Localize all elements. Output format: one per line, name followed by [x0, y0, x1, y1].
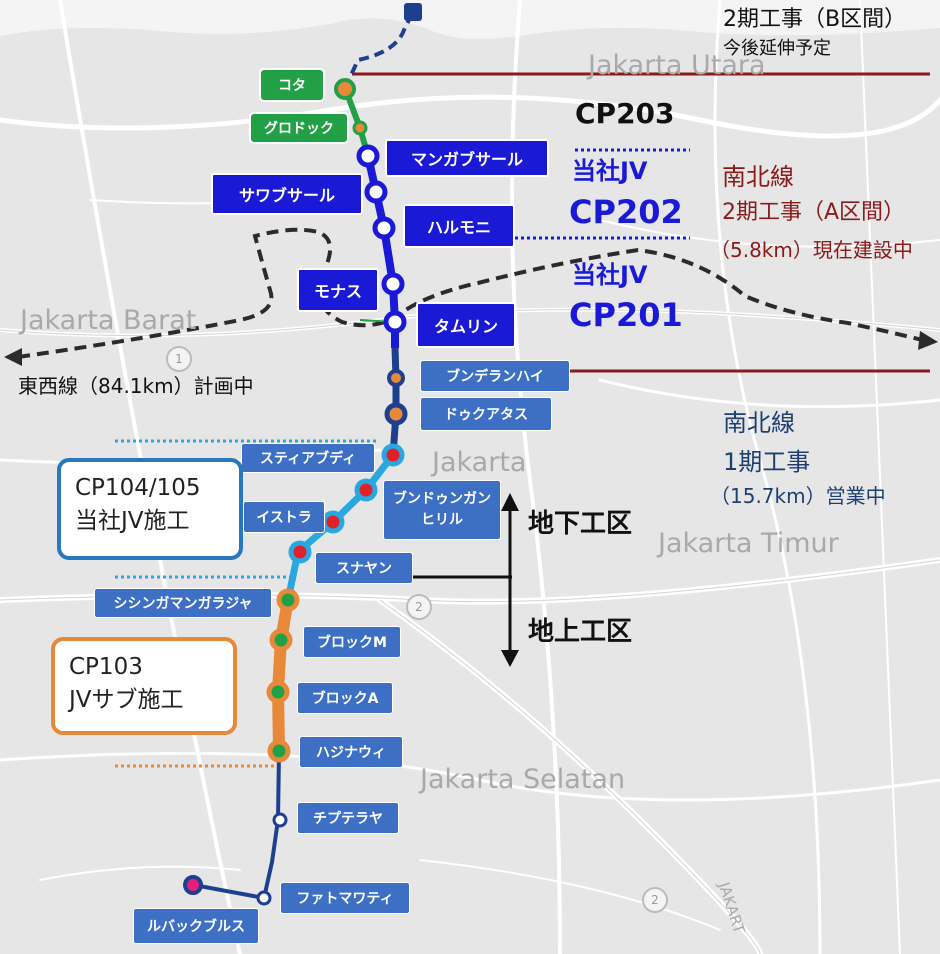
cp201-jv-label: 当社JV [572, 261, 648, 289]
station-marker-blok-a [266, 680, 290, 704]
phase1-length: （15.7km）営業中 [710, 484, 886, 508]
station-label-dukuh-atas[interactable]: ドゥクアタス [420, 397, 552, 431]
map-label-jakarta: Jakarta [432, 447, 527, 478]
station-marker-senayan [288, 540, 312, 564]
cp202-jv-label: 当社JV [572, 157, 648, 185]
phase2a-subtitle: 2期工事（A区間） [722, 200, 906, 225]
phase2b-terminus-marker [404, 3, 422, 21]
underground-section-label: 地下工区 [528, 509, 633, 539]
station-label-mangga-besar[interactable]: マンガブサール [385, 139, 549, 177]
map-label-jakarta-selatan: Jakarta Selatan [420, 764, 626, 795]
station-label-setiabudi[interactable]: スティアブディ [241, 443, 375, 473]
station-label-blok-a[interactable]: ブロックA [297, 682, 393, 714]
east-west-line [17, 227, 923, 359]
station-marker-monas [381, 272, 405, 296]
station-marker-sawah-besar [364, 180, 388, 204]
station-label-glodok[interactable]: グロドック [249, 112, 349, 144]
station-label-lebak-bulus[interactable]: ルバックブルス [133, 908, 259, 944]
phase1-subtitle: 1期工事 [723, 448, 811, 476]
station-label-fatmawati[interactable]: ファトマワティ [280, 882, 410, 914]
cp202-label: CP202 [569, 193, 683, 231]
station-label-bundaran-hi[interactable]: ブンデランハイ [420, 360, 570, 392]
cp103-subtitle: JVサブ施工 [69, 687, 184, 714]
phase2a-title: 南北線 [722, 163, 794, 191]
elevated-orange-line [271, 598, 294, 752]
south-tail-line [193, 750, 281, 901]
underground-arrow [501, 493, 519, 511]
station-marker-dukuh-atas [384, 402, 408, 426]
station-marker-lebak-bulus [183, 875, 203, 895]
station-label-sawah-besar[interactable]: サワブサール [211, 173, 363, 215]
map-label-jakarta-timur: Jakarta Timur [658, 528, 839, 559]
road-shield-1: 1 [166, 346, 192, 372]
road-shield-2a: 2 [406, 594, 432, 620]
cp104-105-box: CP104/105 当社JV施工 [57, 458, 243, 560]
station-marker-blok-m [269, 628, 293, 652]
phase2b-subtitle: 今後延伸予定 [723, 38, 831, 59]
sea-area [0, 0, 940, 39]
station-marker-haji-nawi [267, 739, 291, 763]
station-label-senayan[interactable]: スナヤン [315, 552, 413, 584]
station-label-haji-nawi[interactable]: ハジナウィ [299, 736, 403, 768]
station-label-blok-m[interactable]: ブロックM [303, 626, 401, 658]
east-west-label: 東西線（84.1km）計画中 [18, 374, 254, 398]
station-label-cisingamangaraja[interactable]: シシンガマンガラジャ [94, 588, 272, 618]
cp201-label: CP201 [569, 296, 683, 334]
east-west-arrow-west [4, 348, 22, 366]
station-label-bendungan-hilir[interactable]: ブンドゥンガン ヒリル [383, 480, 501, 540]
cp104-105-title: CP104/105 [75, 475, 201, 501]
east-west-arrow-east [918, 331, 938, 350]
station-marker-thamrin [383, 310, 407, 334]
cp103-box: CP103 JVサブ施工 [51, 637, 237, 735]
station-marker-fatmawati [256, 890, 272, 906]
station-markers [183, 78, 408, 906]
station-marker-setiabudi [381, 443, 405, 467]
station-marker-kota [334, 78, 356, 100]
station-marker-glodok [352, 120, 368, 136]
map-label-jakarta-utara: Jakarta Utara [588, 50, 766, 81]
station-label-kota[interactable]: コタ [259, 68, 325, 102]
station-marker-istora [321, 510, 345, 534]
station-marker-harmoni [372, 216, 396, 240]
cp104-105-subtitle: 当社JV施工 [75, 508, 190, 535]
station-label-cipete-raya[interactable]: チプテラヤ [297, 802, 399, 834]
station-label-harmoni[interactable]: ハルモニ [403, 204, 515, 248]
phase1-title: 南北線 [723, 409, 795, 437]
station-label-istora[interactable]: イストラ [243, 501, 325, 533]
station-marker-cisingamangaraja [276, 588, 300, 612]
phase1-blue-line [389, 347, 400, 456]
phase2a-length: （5.8km）現在建設中 [710, 238, 913, 262]
station-marker-mangga-besar [356, 144, 380, 168]
phase2b-title: 2期工事（B区間） [723, 7, 907, 32]
station-label-monas[interactable]: モナス [297, 268, 379, 312]
map-label-jakarta-barat: Jakarta Barat [20, 305, 197, 336]
cp203-label: CP203 [575, 97, 675, 130]
elevated-arrow [501, 650, 519, 667]
station-marker-bundaran-hi [387, 369, 405, 387]
station-label-thamrin[interactable]: タムリン [416, 302, 516, 348]
phase2b-extension-line [343, 13, 414, 89]
road-shield-2b: 2 [642, 887, 668, 913]
station-marker-bendungan-hilir [354, 478, 378, 502]
cp103-title: CP103 [69, 654, 143, 680]
elevated-section-label: 地上工区 [528, 617, 633, 647]
station-marker-cipete-raya [272, 812, 288, 828]
